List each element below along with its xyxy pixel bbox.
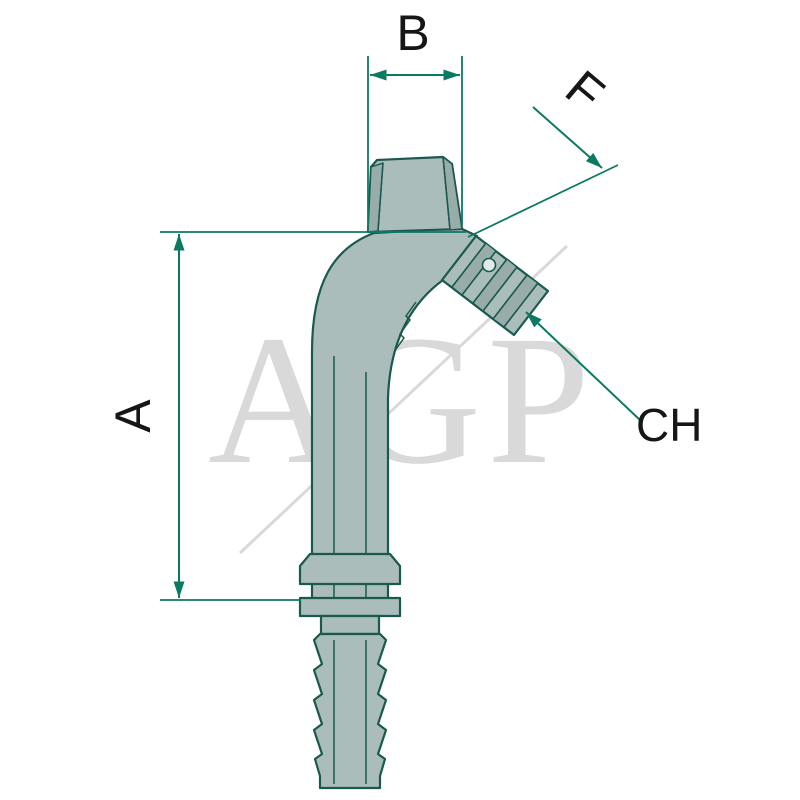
seal-ring-detail — [481, 257, 497, 273]
dimension-ch: CH — [525, 311, 702, 451]
swivel-nut — [366, 155, 464, 234]
dimension-a: A — [105, 231, 466, 601]
dim-ch-label: CH — [636, 399, 702, 451]
collar-neck — [319, 614, 381, 636]
collar — [298, 552, 402, 636]
dim-f-ext — [467, 164, 619, 238]
dimension-f: F — [467, 60, 619, 238]
inner-bend-steps — [393, 301, 417, 353]
collar-ring-lower — [298, 596, 402, 618]
dim-b-label: B — [396, 5, 429, 61]
collar-ring-upper — [298, 552, 402, 586]
nut-cap-edge-left — [377, 162, 384, 232]
hex-band-rib-6 — [503, 282, 539, 328]
barb-section — [312, 632, 388, 790]
dim-f-label: F — [555, 60, 614, 123]
hex-band-rib-1 — [451, 242, 487, 288]
dim-ch-arrow — [525, 311, 642, 422]
hex-band-rib-5 — [492, 274, 528, 320]
nut-hex-band — [440, 234, 550, 337]
dim-a-label: A — [105, 399, 161, 433]
hex-band-rib-4 — [482, 266, 518, 312]
dimension-b: B — [367, 5, 463, 230]
hose-shank — [312, 632, 388, 790]
nut-cap-edge-right — [442, 156, 451, 231]
dim-f-arrow — [532, 106, 603, 169]
hex-band-rib-3 — [472, 258, 508, 304]
elbow-tube — [310, 226, 479, 614]
